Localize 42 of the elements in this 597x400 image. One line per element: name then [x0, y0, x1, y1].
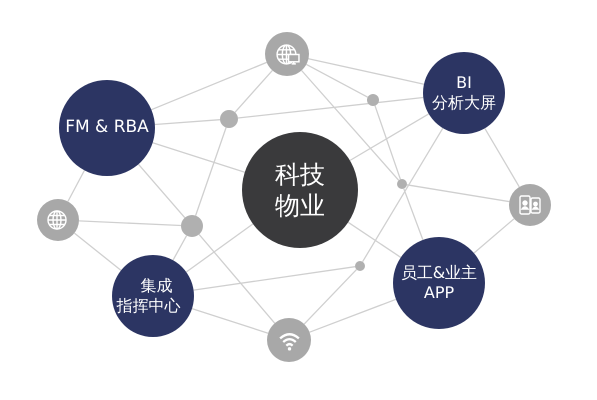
topic-circle: FM & RBA [59, 80, 155, 176]
topic-circle: BI 分析大屏 [423, 52, 505, 134]
connector-line [192, 308, 268, 334]
connector-line [186, 223, 254, 273]
junction-dot [220, 110, 238, 128]
connector-line [473, 218, 515, 254]
topic-circle: 员工&业主 APP [393, 237, 485, 329]
connector-line [198, 234, 276, 324]
connector-line [308, 58, 424, 85]
connector-line [403, 188, 424, 240]
connector-line [350, 113, 430, 162]
icon-circle [509, 184, 551, 226]
connector-line [194, 127, 227, 216]
connector-line [306, 64, 368, 98]
connector-line [67, 170, 85, 202]
connector-line [154, 119, 220, 126]
icon-circle [265, 32, 309, 76]
connector-line [74, 232, 122, 271]
connector-line [152, 142, 245, 173]
connector-line [151, 62, 267, 110]
junction-dot [367, 94, 379, 106]
connector-line [301, 70, 400, 181]
junction-dot [397, 179, 407, 189]
connector-line [374, 105, 402, 180]
connector-line [362, 128, 444, 262]
center-circle: 科技物业 [242, 132, 358, 248]
connector-line [238, 96, 424, 119]
connector-line [78, 220, 182, 226]
connector-line [138, 164, 186, 218]
icon-circle [37, 199, 79, 241]
connector-line [348, 222, 402, 258]
connector-line [309, 298, 396, 333]
junction-dot [181, 215, 203, 237]
connector-line [194, 266, 356, 291]
junction-dot [355, 261, 365, 271]
icon-circle [267, 318, 311, 362]
connector-line [172, 235, 188, 261]
connector-line [484, 128, 520, 188]
connector-line [234, 70, 273, 113]
topic-circle: 集成指挥中心 [112, 255, 194, 337]
connector-line [406, 184, 510, 202]
connector-line [304, 269, 357, 325]
